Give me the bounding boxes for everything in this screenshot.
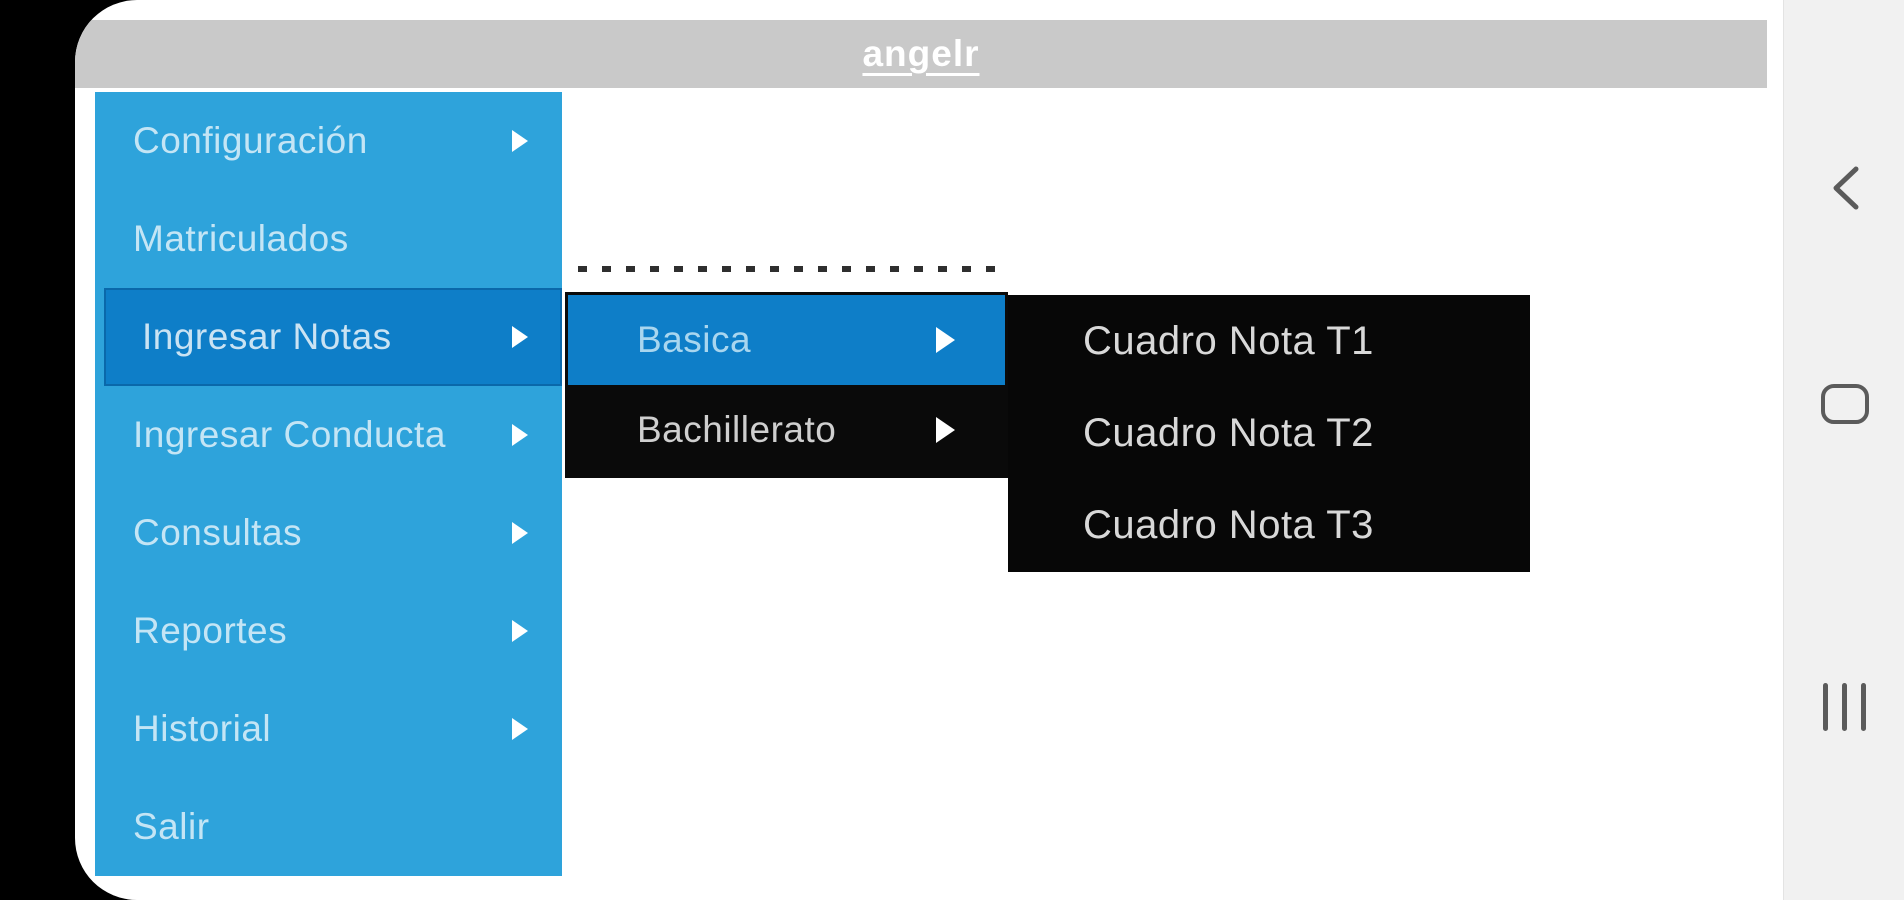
menu-item-ingresar-conducta[interactable]: Ingresar Conducta	[95, 386, 562, 484]
main-menu: Configuración Matriculados Ingresar Nota…	[95, 92, 562, 876]
menu-item-ingresar-notas[interactable]: Ingresar Notas	[104, 288, 562, 386]
menu-item-reportes[interactable]: Reportes	[95, 582, 562, 680]
username-title[interactable]: angelr	[862, 33, 980, 74]
back-button[interactable]	[1784, 143, 1904, 233]
android-nav-bar	[1783, 0, 1904, 900]
submenu-arrow-icon	[512, 424, 528, 446]
menu-item-label: Ingresar Conducta	[133, 414, 446, 455]
recent-apps-button[interactable]	[1784, 662, 1904, 752]
menu-item-label: Consultas	[133, 512, 303, 553]
submenu-item-cuadro-nota-t2[interactable]: Cuadro Nota T2	[1008, 387, 1530, 479]
menu-item-label: Configuración	[133, 120, 368, 161]
menu-item-matriculados[interactable]: Matriculados	[95, 190, 562, 288]
home-button[interactable]	[1784, 359, 1904, 449]
submenu-item-basica[interactable]: Basica	[568, 295, 1005, 385]
dotted-border	[578, 266, 1005, 272]
submenu-item-label: Cuadro Nota T2	[1083, 410, 1374, 455]
home-outline-icon	[1820, 384, 1869, 424]
menu-item-label: Reportes	[133, 610, 288, 651]
submenu-arrow-icon	[512, 620, 528, 642]
submenu-item-bachillerato[interactable]: Bachillerato	[568, 385, 1005, 475]
app-screen: angelr Configuración Matriculados Ingres…	[75, 0, 1783, 900]
menu-item-label: Ingresar Notas	[142, 316, 392, 357]
submenu-arrow-icon	[936, 327, 955, 353]
submenu-item-label: Cuadro Nota T1	[1083, 318, 1374, 363]
submenu-arrow-icon	[936, 417, 955, 443]
menu-item-salir[interactable]: Salir	[95, 778, 562, 876]
submenu-item-cuadro-nota-t3[interactable]: Cuadro Nota T3	[1008, 480, 1530, 572]
submenu-item-label: Basica	[637, 319, 752, 360]
menu-item-label: Historial	[133, 708, 272, 749]
back-chevron-icon	[1833, 166, 1858, 210]
submenu-level-2: Basica Bachillerato	[565, 292, 1008, 478]
submenu-arrow-icon	[512, 130, 528, 152]
submenu-arrow-icon	[512, 718, 528, 740]
submenu-item-label: Bachillerato	[637, 409, 837, 450]
submenu-arrow-icon	[512, 326, 528, 348]
submenu-arrow-icon	[512, 522, 528, 544]
menu-item-configuracion[interactable]: Configuración	[95, 92, 562, 190]
menu-item-label: Salir	[133, 806, 210, 847]
menu-item-consultas[interactable]: Consultas	[95, 484, 562, 582]
menu-item-historial[interactable]: Historial	[95, 680, 562, 778]
submenu-level-3: Cuadro Nota T1 Cuadro Nota T2 Cuadro Not…	[1008, 295, 1530, 572]
recent-apps-bars-icon	[1823, 683, 1866, 731]
title-bar: angelr	[75, 20, 1767, 88]
menu-item-label: Matriculados	[133, 218, 349, 259]
submenu-item-cuadro-nota-t1[interactable]: Cuadro Nota T1	[1008, 295, 1530, 387]
submenu-item-label: Cuadro Nota T3	[1083, 503, 1374, 548]
